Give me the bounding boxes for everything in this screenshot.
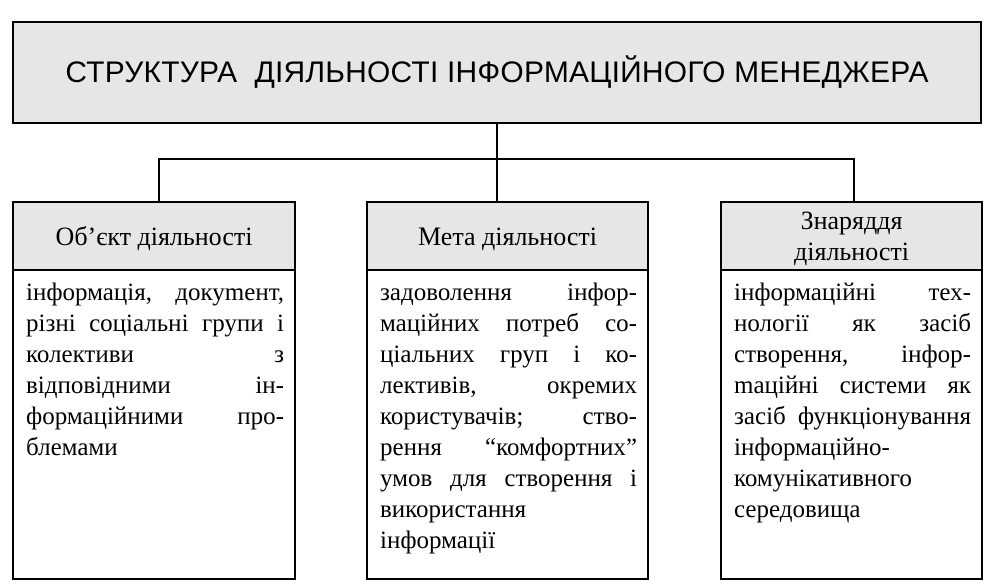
connector-left	[158, 158, 160, 201]
column-header-object: Об’єкт діяльності	[12, 201, 296, 271]
column-body-goal: задоволення інфор­маційних потреб со­ціа…	[366, 269, 649, 580]
column-body-tools-text: інформаційні тех­нології як засіб створе…	[734, 279, 971, 523]
column-header-object-label: Об’єкт діяльності	[55, 221, 253, 251]
title-box: СТРУКТУРА ДІЯЛЬНОСТІ ІНФОРМАЦІЙНОГО МЕНЕ…	[12, 21, 982, 124]
column-header-goal-label: Мета діяльності	[418, 221, 597, 251]
connector-trunk	[496, 124, 498, 201]
column-body-goal-text: задоволення інфор­маційних потреб со­ціа…	[380, 279, 637, 554]
diagram-title: СТРУКТУРА ДІЯЛЬНОСТІ ІНФОРМАЦІЙНОГО МЕНЕ…	[65, 55, 929, 89]
column-body-object: інформація, доку­mент, різні соціаль­ні …	[12, 269, 296, 580]
connector-horizontal	[158, 158, 855, 160]
column-body-tools: інформаційні тех­нології як засіб створе…	[720, 269, 983, 580]
connector-right	[853, 158, 855, 201]
column-header-tools: Знаряддя діяльності	[720, 201, 983, 271]
column-header-tools-label: Знаряддя діяльності	[794, 206, 909, 266]
column-header-goal: Мета діяльності	[366, 201, 649, 271]
column-body-object-text: інформація, доку­mент, різні соціаль­ні …	[26, 279, 284, 461]
